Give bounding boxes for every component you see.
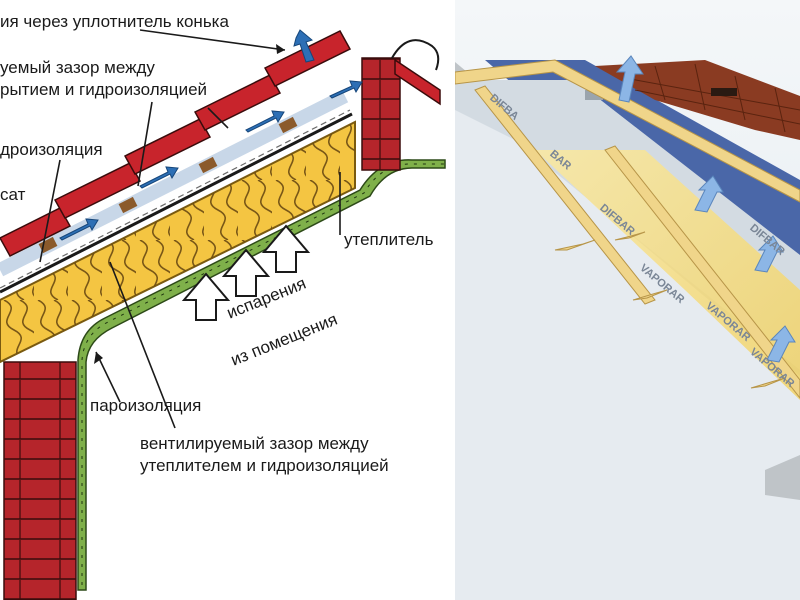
label-insulation-gap-line1: вентилируемый зазор между <box>140 434 369 453</box>
ridge-brick <box>361 57 401 171</box>
roof-3d-rendering: DIFBA DIFBAR DIFBAR BAR VAPORAR VAPORAR … <box>455 0 800 600</box>
airflow-arrows <box>59 29 363 241</box>
vapor-arrows <box>181 224 311 321</box>
label-roof-gap-line2: рытием и гидроизоляцией <box>0 80 208 99</box>
insulation-layer <box>0 120 356 364</box>
battens <box>455 59 800 399</box>
label-waterproofing: дроизоляция <box>0 140 103 159</box>
insulation-3d <box>535 150 800 400</box>
label-rafter: сат <box>0 185 26 204</box>
roof-3d-drawing <box>455 0 800 600</box>
waterproofing-membrane <box>0 112 353 294</box>
ventilated-gap <box>0 89 349 277</box>
airflow-arrows-3d <box>615 55 796 363</box>
label-insulation: утеплитель <box>344 230 434 249</box>
label-vapor-barrier: пароизоляция <box>90 396 202 415</box>
label-roof-gap-line1: уемый зазор между <box>0 58 155 77</box>
wall-brick <box>3 361 77 600</box>
roof-cross-section-diagram: ия через уплотнитель конька уемый зазор … <box>0 12 446 600</box>
label-ridge-ventilation: ия через уплотнитель конька <box>0 12 229 31</box>
ceiling-plane <box>455 80 800 600</box>
roof-shingles <box>585 60 800 140</box>
label-leader-lines <box>39 29 341 429</box>
cross-section-drawing <box>0 29 446 600</box>
label-insulation-gap-line2: утеплителем и гидроизоляцией <box>140 456 389 475</box>
